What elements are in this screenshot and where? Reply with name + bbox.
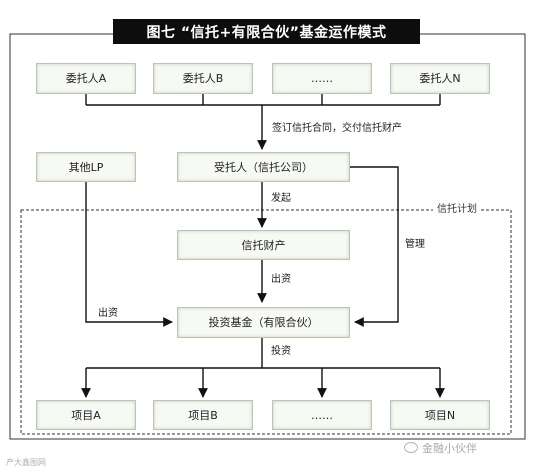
lp-invest-label: 出资 bbox=[97, 308, 119, 319]
lp-invest-arrow bbox=[85, 182, 173, 327]
diagram-title: 图七 “信托+有限合伙”基金运作模式 bbox=[113, 19, 420, 44]
trust-plan-boundary bbox=[20, 209, 512, 435]
trustor-ellipsis-node: …… bbox=[272, 63, 372, 94]
fund-to-projects-connector bbox=[81, 338, 445, 398]
project-a-node: 项目A bbox=[36, 400, 136, 430]
property-invest-label: 出资 bbox=[270, 274, 292, 285]
trustors-to-trustee-connector bbox=[85, 94, 441, 150]
trustor-a-node: 委托人A bbox=[36, 63, 136, 94]
project-n-node: 项目N bbox=[390, 400, 490, 430]
wechat-icon bbox=[404, 442, 418, 453]
invest-label: 投资 bbox=[270, 346, 292, 357]
initiate-label: 发起 bbox=[270, 193, 292, 204]
project-ellipsis-node: …… bbox=[272, 400, 372, 430]
other-lp-node: 其他LP bbox=[36, 152, 136, 182]
trustor-b-node: 委托人B bbox=[153, 63, 253, 94]
trustee-node: 受托人（信托公司） bbox=[177, 152, 350, 182]
trustor-n-node: 委托人N bbox=[390, 63, 490, 94]
sign-contract-label: 签订信托合同，交付信托财产 bbox=[271, 123, 403, 134]
trust-plan-label: 信托计划 bbox=[433, 205, 481, 215]
watermark-left: 产大鑫图网 bbox=[6, 458, 46, 467]
fund-node: 投资基金（有限合伙） bbox=[177, 307, 350, 338]
watermark-right: 金融小伙伴 bbox=[422, 442, 477, 455]
trust-property-node: 信托财产 bbox=[177, 230, 350, 260]
manage-arrow bbox=[350, 166, 399, 327]
manage-label: 管理 bbox=[404, 239, 426, 250]
project-b-node: 项目B bbox=[153, 400, 253, 430]
